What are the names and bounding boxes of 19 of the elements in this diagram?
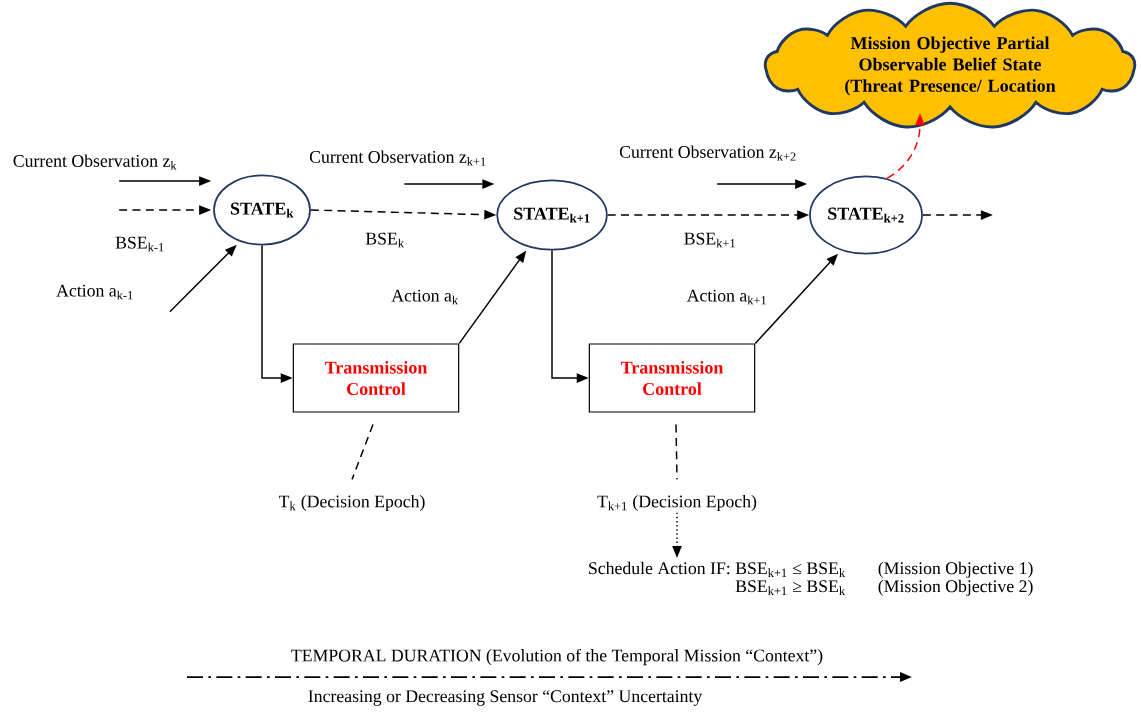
process-box: Transmission Control [292,343,460,413]
edge-label: Current Observation z$_{k}$ [13,154,177,170]
edge-label: Action a$_{k+1}$ [686,289,766,305]
edge-label: BSE$_{k-1}$ [115,236,164,252]
edge-label: Current Observation z$_{k+2}$ [619,145,796,161]
edge-label: BSE$_{k}$ [365,232,405,248]
edge-label: Current Observation z$_{k+1}$ [309,150,486,166]
note-text: Increasing or Decreasing Sensor “Context” Uncertainty [308,690,703,706]
condition-text: Schedule Action IF: BSE$_{k+1}$ ≤ BSE$_{k}$ (Mission Objective 1) BSE$_{k+1}$ ≥ BSE$_{k}$ (Mission Objective 2) [589,561,1033,596]
belief-state-cloud: Mission Objective Partial Observable Belief State (Threat Presence/ Location [763,1,1137,129]
edge-label: Action a$_{k}$ [391,289,459,305]
note-text: TEMPORAL DURATION (Evolution of the Temporal Mission “Context”) [291,648,823,666]
edge-label: BSE$_{k+1}$ [684,232,735,248]
process-box: Transmission Control [588,343,756,413]
epoch-label: T$_{k+1}$ (Decision Epoch) [597,495,757,512]
epoch-label: T$_{k}$ (Decision Epoch) [278,495,425,512]
leader-line [675,423,678,481]
edge-label: Action a$_{k-1}$ [56,284,133,300]
leader-line [351,423,374,481]
